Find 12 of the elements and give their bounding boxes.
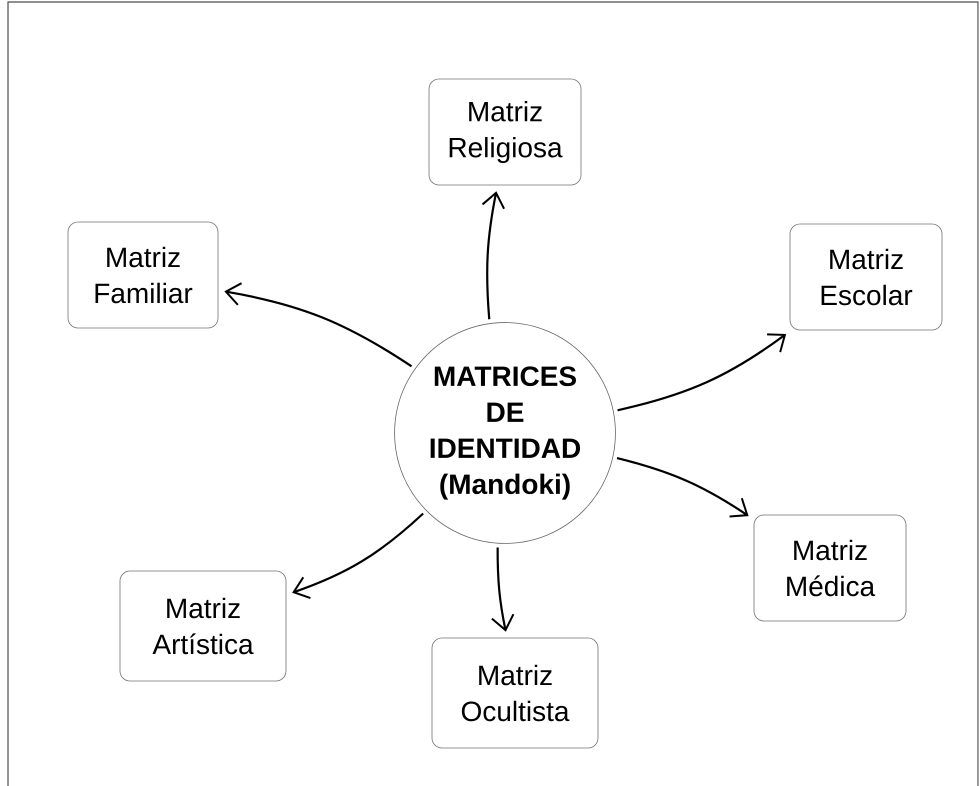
arrow [292,512,424,600]
arrow [224,282,412,368]
arrow [616,456,749,518]
matrix-box: Matriz Religiosa [428,78,582,186]
matrix-box: Matriz Ocultista [432,638,598,748]
matrix-box: Matriz Escolar [790,224,942,330]
matrix-box: Matriz Médica [754,514,906,622]
matrix-box: Matriz Familiar [68,222,218,328]
matrix-box: Matriz Artística [120,570,286,682]
arrow [617,333,786,412]
arrow [482,191,505,320]
arrow [491,548,514,632]
